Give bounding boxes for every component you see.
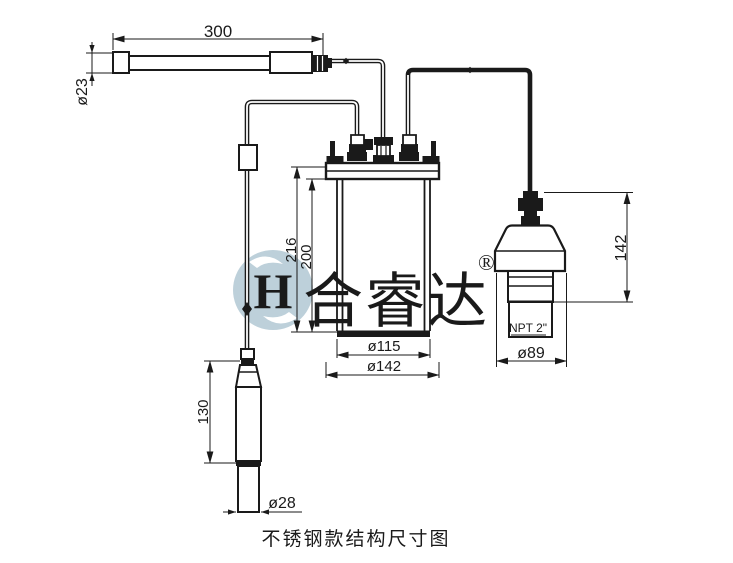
probe-body xyxy=(235,386,262,462)
dim-23-label: ø23 xyxy=(74,78,91,106)
sensor-cable-gland xyxy=(518,191,543,225)
dimension-lines xyxy=(86,33,633,515)
drawing-caption: 不锈钢款结构尺寸图 xyxy=(261,528,450,550)
dimension-labels: 300 ø23 216 200 ø115 ø142 142 ø89 130 ø2… xyxy=(74,22,630,512)
dim-115-label: ø115 xyxy=(367,338,400,355)
sensor-dome xyxy=(493,224,567,273)
dim-142-tank-label: ø142 xyxy=(367,358,401,375)
probe-tip-section xyxy=(237,465,260,513)
flange-fittings xyxy=(326,134,440,163)
probe-taper xyxy=(234,364,263,388)
probe-cap xyxy=(240,348,255,360)
cable-core xyxy=(246,60,409,350)
top-probe-body xyxy=(112,51,313,74)
thread-lines xyxy=(508,276,553,287)
cable-runs xyxy=(238,57,533,350)
gland-caps xyxy=(350,134,417,157)
watermark-brand-text: 合睿达 xyxy=(303,269,489,335)
thread-spec-label: NPT 2" xyxy=(509,321,547,335)
top-probe xyxy=(112,51,332,74)
brand-logo-icon: H xyxy=(233,250,313,330)
tank-assembly xyxy=(324,134,441,337)
cable-junction-box xyxy=(238,144,258,171)
watermark: H 合睿达 ® xyxy=(233,250,495,335)
logo-letter: H xyxy=(254,263,293,319)
dim-89-label: ø89 xyxy=(517,345,545,362)
connector-ribs xyxy=(316,56,324,71)
dim-200-label: 200 xyxy=(298,244,315,269)
bottom-probe xyxy=(234,348,263,513)
dim-300-label: 300 xyxy=(204,22,232,41)
gland-black-parts xyxy=(326,137,440,163)
tank-bottom-band xyxy=(337,330,430,337)
sensor-horn xyxy=(508,301,553,338)
right-sensor: NPT 2" xyxy=(493,191,567,338)
dim-216-label: 216 xyxy=(283,237,300,262)
tank-walls xyxy=(336,179,431,331)
registered-mark: ® xyxy=(478,250,495,275)
dim-130-label: 130 xyxy=(195,399,212,424)
dim-28-label: ø28 xyxy=(268,495,296,512)
dim-142-sensor-label: 142 xyxy=(613,235,630,262)
gland-cable-lines xyxy=(380,146,387,156)
